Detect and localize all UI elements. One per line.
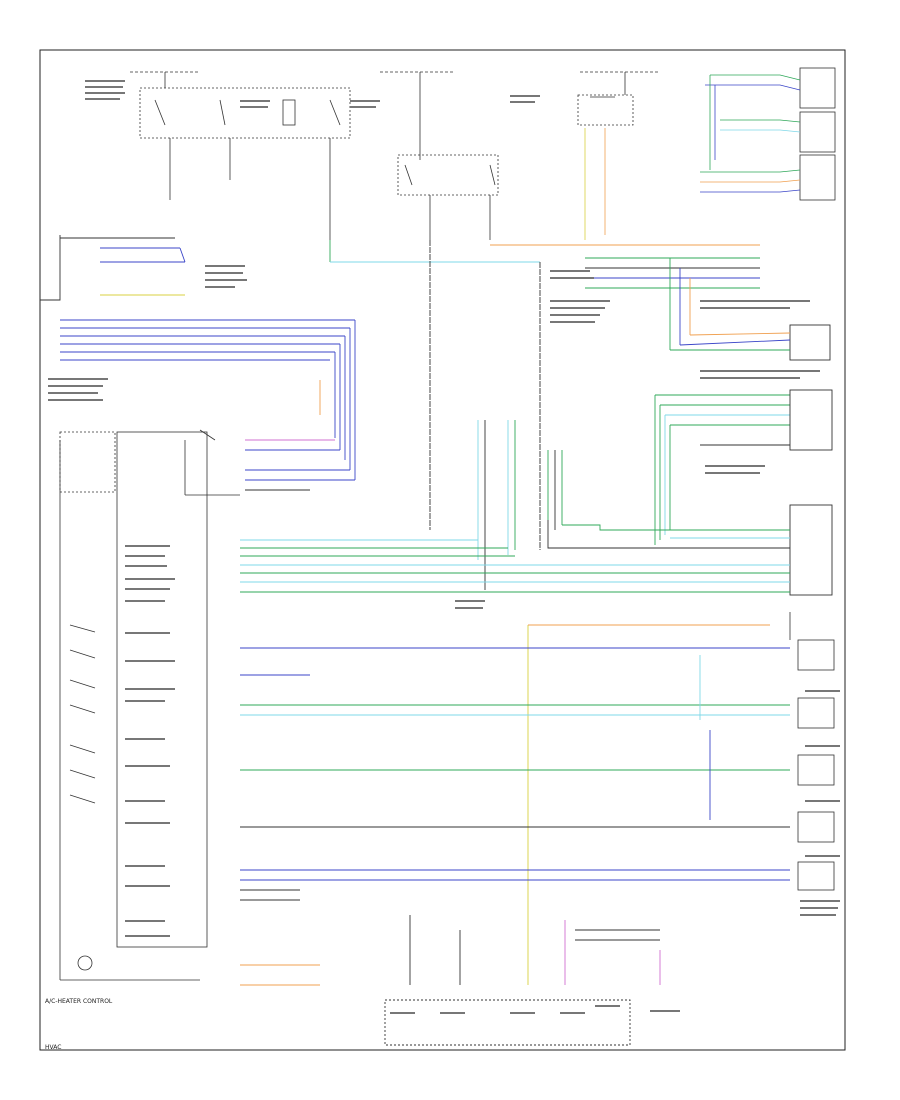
bottom-section (384, 915, 661, 1046)
top-right-components (584, 67, 836, 240)
control-head (59, 429, 240, 981)
footer-label: A/C-HEATER CONTROL (45, 998, 113, 1005)
right-harness-lines (490, 244, 831, 361)
component-label-marks (48, 80, 840, 1014)
right-lower-actuators (789, 612, 835, 891)
control-head-bus (240, 439, 790, 986)
left-harness (40, 235, 356, 480)
right-middle-connectors (547, 389, 833, 596)
diagram-frame (39, 49, 846, 1051)
page-tag: HVAC (45, 1044, 61, 1051)
center-vertical-wires (329, 240, 770, 985)
top-power-section (130, 71, 660, 240)
